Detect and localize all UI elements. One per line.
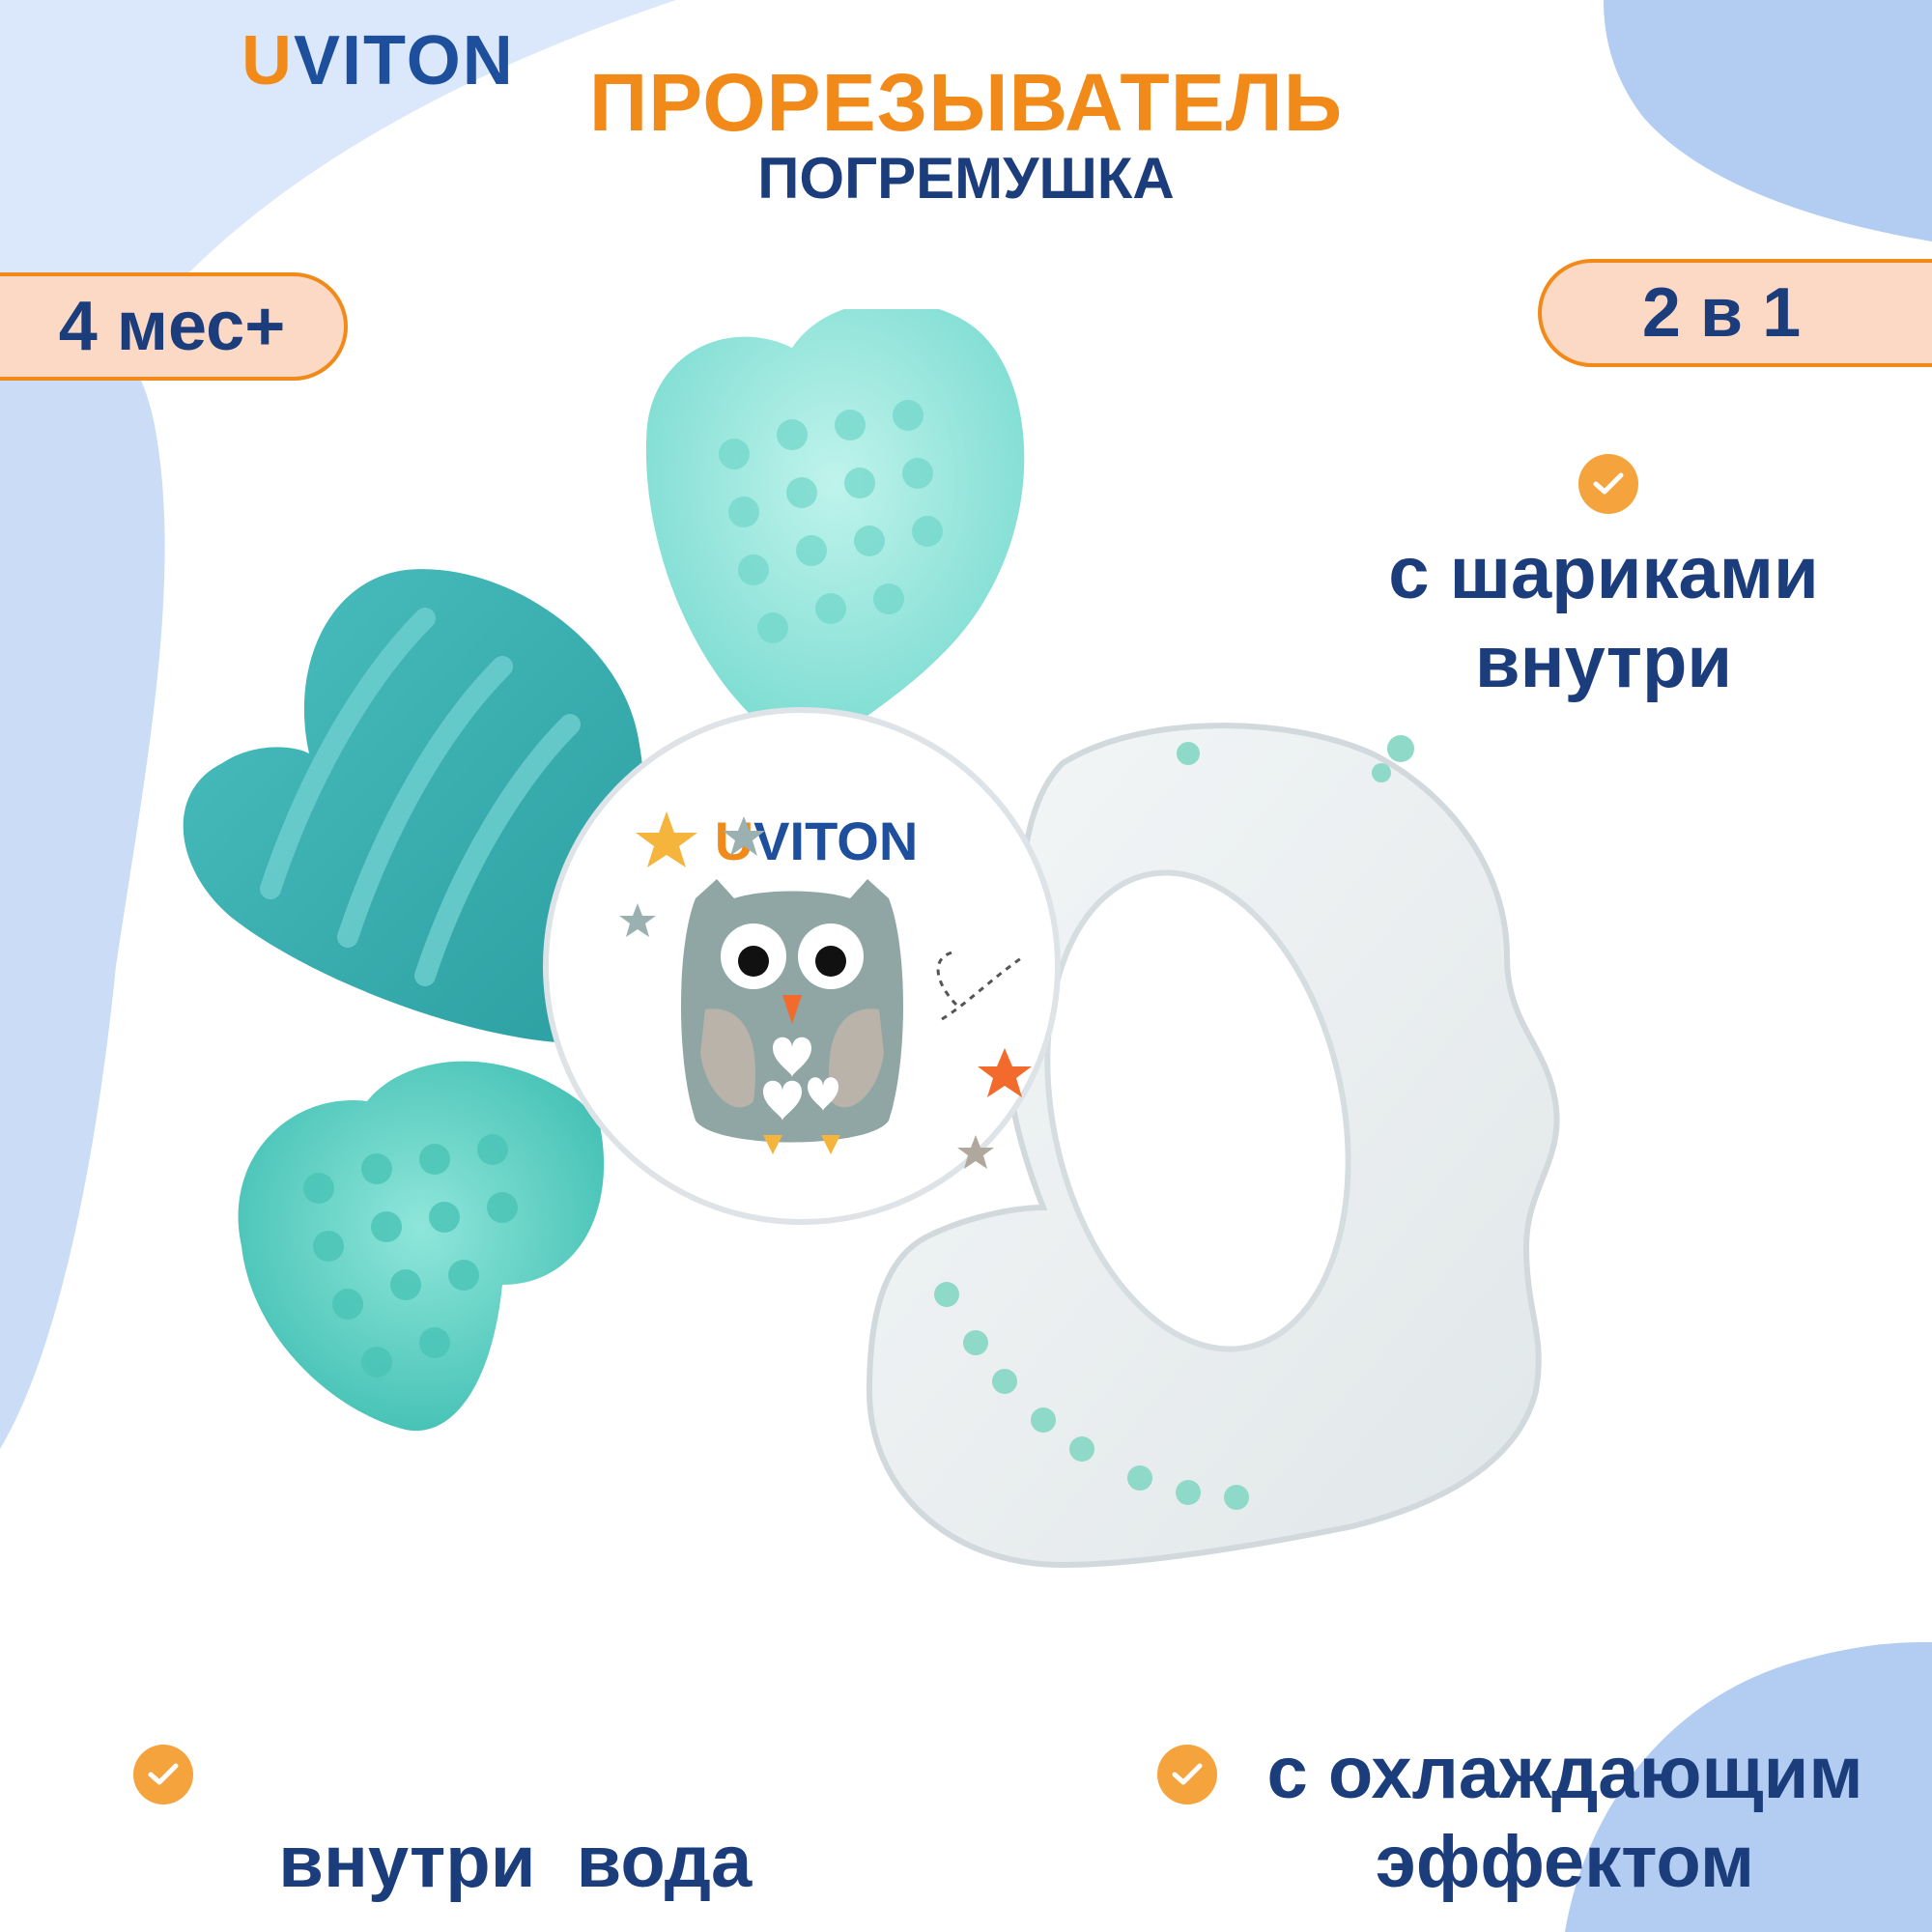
feature-cooling-line2: эффектом (1375, 1821, 1755, 1903)
left-petal (183, 569, 645, 1043)
brand-logo-prefix: U (242, 22, 294, 99)
star-icon (619, 811, 1032, 1169)
feature-cooling-line1: с охлаждающим (1266, 1732, 1863, 1814)
check-icon (1578, 454, 1638, 514)
age-badge-label: 4 мес+ (58, 288, 286, 365)
owl-icon (681, 879, 903, 1154)
brand-logo: UVITON (242, 21, 515, 100)
feature-water-line1: внутри вода (278, 1821, 753, 1903)
brand-logo-rest: VITON (294, 22, 515, 99)
two-in-one-badge-label: 2 в 1 (1641, 274, 1802, 352)
feature-balls-line2: внутри (1474, 621, 1733, 703)
feature-water-inside: внутри вода (238, 1729, 752, 1907)
teether-rattle-image: UVITON (183, 309, 1560, 1569)
check-icon (133, 1745, 193, 1804)
check-icon (1157, 1745, 1217, 1804)
two-in-one-badge: 2 в 1 (1538, 259, 1932, 367)
product-subtitle: ПОГРЕМУШКА (757, 146, 1175, 211)
feature-balls-inside: с шариками внутри (1333, 529, 1874, 707)
age-badge: 4 мес+ (0, 272, 348, 381)
center-disc: UVITON (543, 707, 1061, 1225)
feature-cooling-effect: с охлаждающим эффектом (1227, 1729, 1903, 1907)
feature-balls-line1: с шариками (1388, 532, 1819, 614)
product-title: ПРОРЕЗЫВАТЕЛЬ (588, 57, 1344, 148)
top-petal (646, 309, 1025, 753)
bottom-left-petal (238, 1061, 605, 1432)
